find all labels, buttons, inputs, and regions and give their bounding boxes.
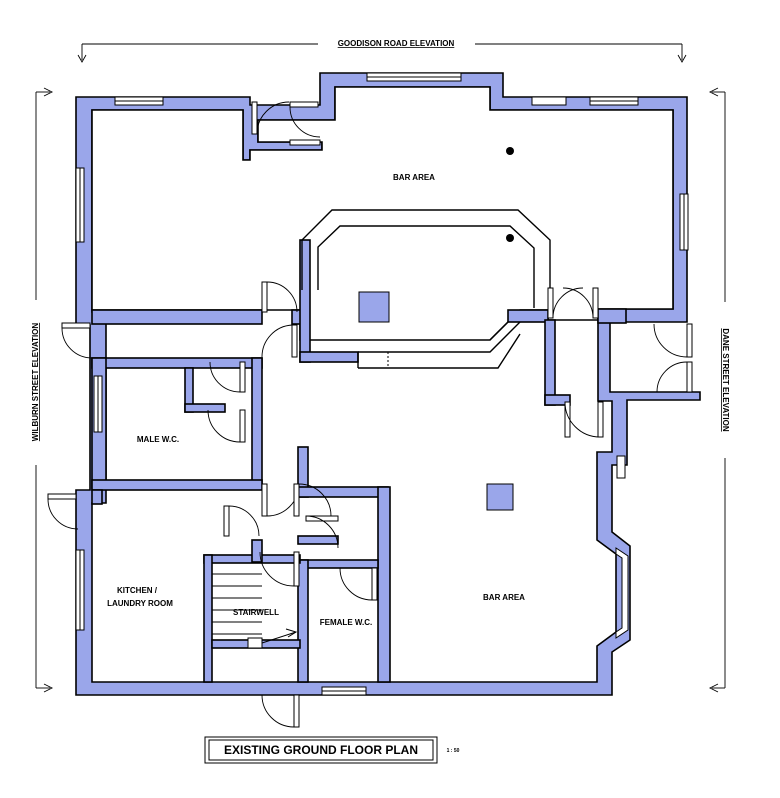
room-label-male-wc: MALE W.C. <box>137 435 179 444</box>
room-label-kitchen-line1: KITCHEN / <box>117 586 158 595</box>
column-upper <box>358 291 390 323</box>
room-label-bar-area-upper: BAR AREA <box>393 173 435 182</box>
room-label-kitchen-line2: LAUNDRY ROOM <box>107 599 173 608</box>
post-marker-2 <box>506 234 514 242</box>
drawing-scale: 1 : 50 <box>447 748 460 754</box>
room-label-bar-area-lower: BAR AREA <box>483 593 525 602</box>
doors <box>47 101 693 728</box>
elevation-markers <box>35 43 726 693</box>
bar-counter <box>301 209 551 369</box>
interior-floor <box>91 86 674 341</box>
windows <box>75 72 689 696</box>
elevation-left-label: WILBURN STREET ELEVATION <box>31 323 40 442</box>
title-block: EXISTING GROUND FLOOR PLAN 1 : 50 <box>204 736 460 764</box>
column-lower <box>486 483 514 511</box>
drawing-title: EXISTING GROUND FLOOR PLAN <box>224 743 418 757</box>
stair-treads <box>212 573 298 649</box>
room-label-stairwell: STAIRWELL <box>233 608 279 617</box>
room-label-female-wc: FEMALE W.C. <box>320 618 372 627</box>
post-marker-1 <box>506 147 514 155</box>
interior-walls <box>91 239 627 683</box>
elevation-right-label: DANE STREET ELEVATION <box>721 328 730 431</box>
elevation-top-label: GOODISON ROAD ELEVATION <box>338 39 455 48</box>
